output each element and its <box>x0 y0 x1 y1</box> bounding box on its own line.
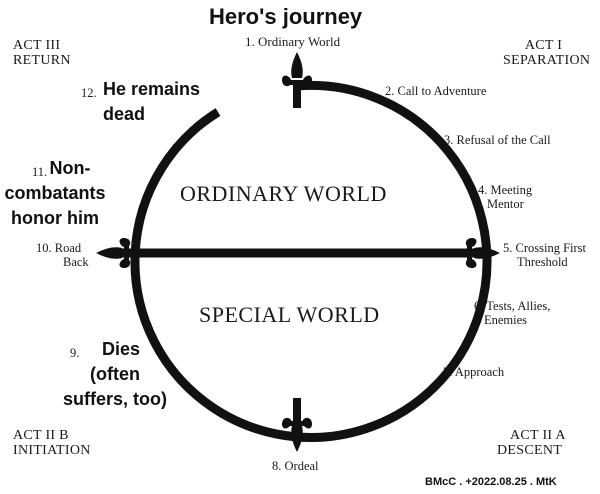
special-world-label: SPECIAL WORLD <box>199 302 380 327</box>
stage-8-label: 8. Ordeal <box>272 459 319 473</box>
stage-6-line1: 6. Tests, Allies, <box>474 299 551 313</box>
stage-10-line2: Back <box>63 255 89 269</box>
stage-5-label: 5. Crossing First Threshold <box>503 241 586 269</box>
act1-label: ACT I SEPARATION <box>503 38 590 68</box>
stage-10-label: 10. Road Back <box>36 241 89 269</box>
act2a-line1: ACT II A <box>510 428 566 443</box>
bottom-fleur-marker <box>281 398 313 452</box>
stage-3-label: 3. Refusal of the Call <box>444 133 551 147</box>
stage-12-line1: He remains <box>103 79 201 99</box>
stage-11-line1: Non- <box>49 158 91 178</box>
stage-10-line1: 10. Road <box>36 241 82 255</box>
act2b-line2: INITIATION <box>13 443 91 458</box>
stage-5-line1: 5. Crossing First <box>503 241 587 255</box>
stage-9-line2: (often <box>90 364 140 384</box>
stage-9-line3: suffers, too) <box>62 389 167 409</box>
act2a-line2: DESCENT <box>497 443 563 458</box>
stage-4-label: 4. Meeting Mentor <box>478 183 532 211</box>
stage-9-line1: Dies <box>101 339 141 359</box>
stage-7-label: 7. Approach <box>443 365 505 379</box>
stage-11-line3: honor him <box>11 208 99 228</box>
credit-text: BMcC . +2022.08.25 . MtK <box>425 476 557 488</box>
diagram-title: Hero's journey <box>209 4 363 29</box>
stage-11-number: 11. <box>32 165 48 179</box>
stage-5-line2: Threshold <box>517 255 568 269</box>
stage-9-label: Dies (often suffers, too) <box>45 337 185 412</box>
stage-1-label: 1. Ordinary World <box>245 34 341 49</box>
stage-12-label: He remains dead <box>103 77 200 127</box>
act1-line1: ACT I <box>524 38 563 53</box>
stage-11-label: Non- combatants honor him <box>1 156 109 231</box>
act3-line2: RETURN <box>13 53 71 68</box>
stage-4-line1: 4. Meeting <box>478 183 533 197</box>
stage-11-line2: combatants <box>4 183 106 203</box>
act3-label: ACT III RETURN <box>13 38 71 68</box>
stage-2-label: 2. Call to Adventure <box>385 84 487 98</box>
stage-6-line2: Enemies <box>484 313 528 327</box>
top-fleur-marker <box>281 52 313 108</box>
act1-line2: SEPARATION <box>503 53 591 68</box>
right-fleur-marker <box>465 237 500 269</box>
act2b-line1: ACT II B <box>13 428 69 443</box>
journey-circle <box>130 80 492 442</box>
stage-9-number: 9. <box>70 346 80 360</box>
stage-6-label: 6. Tests, Allies, Enemies <box>474 299 550 327</box>
act2a-label: ACT II A DESCENT <box>497 428 566 458</box>
left-fleur-marker <box>96 237 131 269</box>
act3-line1: ACT III <box>13 38 61 53</box>
act2b-label: ACT II B INITIATION <box>13 428 91 458</box>
stage-12-number: 12. <box>81 86 97 100</box>
stage-12-line2: dead <box>103 104 146 124</box>
stage-4-line2: Mentor <box>487 197 524 211</box>
ordinary-world-label: ORDINARY WORLD <box>180 181 387 206</box>
